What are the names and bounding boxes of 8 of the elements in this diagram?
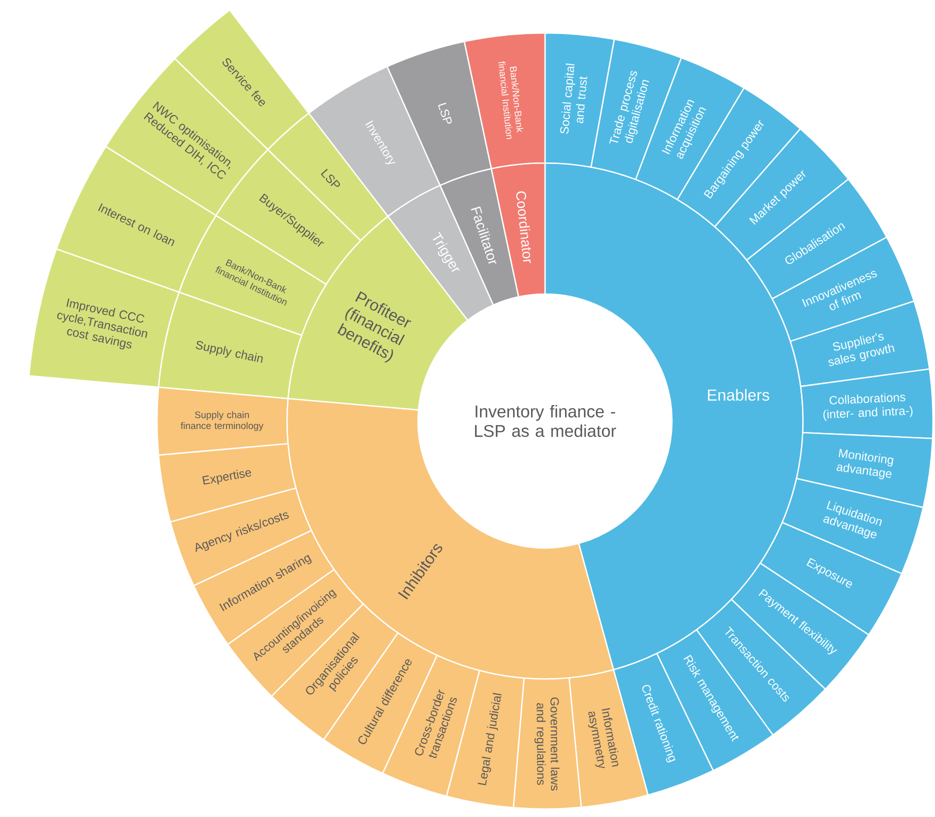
node-label: Legal and judicial xyxy=(478,692,502,786)
sunburst-segment: Bank/Non-Bank financial Institution xyxy=(464,32,546,170)
sunburst-segment: Supply chain finance terminology xyxy=(156,386,289,456)
sunburst-segment: Government laws and regulations xyxy=(512,677,582,810)
node-label: Monitoring advantage xyxy=(836,448,894,480)
sunburst-segment: Collaborations (inter- and intra-) xyxy=(800,368,934,440)
node-label: Collaborations (inter- and intra-) xyxy=(823,393,913,421)
node-label: Government laws and regulations xyxy=(534,698,560,791)
